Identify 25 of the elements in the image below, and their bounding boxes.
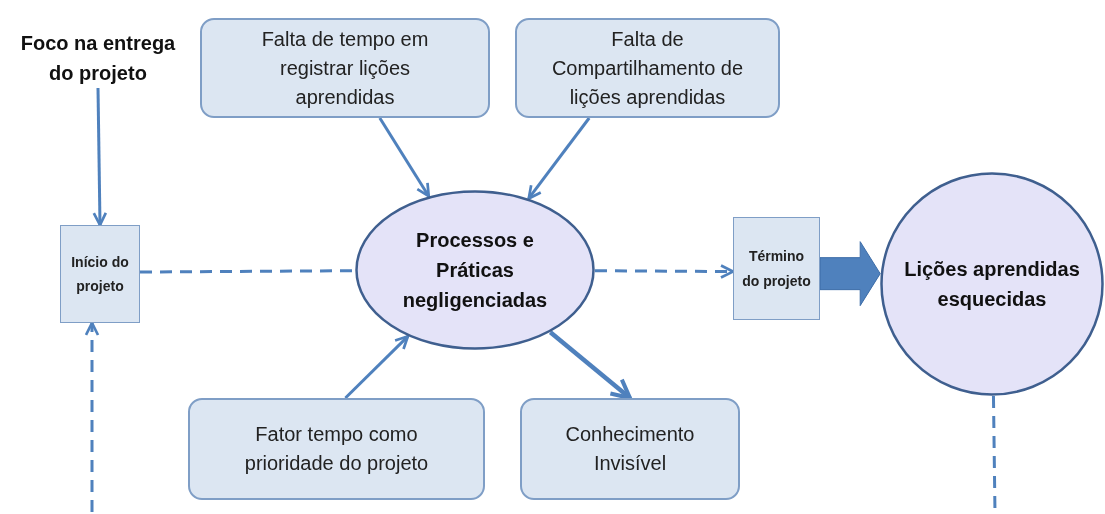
- stage-box: [733, 217, 820, 320]
- ellipse-node: [355, 190, 595, 350]
- arrow: [92, 87, 108, 227]
- process-box: [520, 398, 740, 500]
- arrow: [548, 330, 633, 401]
- dashed-connector: [594, 264, 735, 279]
- node-label: Conhecimento Invisível: [564, 422, 696, 476]
- heading-text: Foco na entrega do projeto: [19, 31, 177, 86]
- node-label: Falta de Compartilhamento de lições aprendidas: [550, 26, 745, 110]
- arrow: [344, 334, 410, 400]
- process-box: [200, 18, 490, 118]
- node-label: Fator tempo como prioridade do projeto: [243, 422, 430, 476]
- process-box: [515, 18, 780, 118]
- block-arrow: [819, 241, 881, 307]
- arrow: [527, 117, 591, 200]
- node-label: Início do projeto: [70, 252, 130, 296]
- dashed-connector: [84, 321, 100, 512]
- node-label: Lições aprendidas esquecidas: [903, 257, 1081, 312]
- circle-node: [880, 172, 1104, 396]
- node-label: Término do projeto: [741, 247, 812, 291]
- node-label: Processos e Práticas negligenciadas: [401, 228, 549, 313]
- arrow: [378, 117, 431, 198]
- stage-box: [60, 225, 140, 323]
- process-box: [188, 398, 485, 500]
- node-label: Falta de tempo em registrar lições aprendidas: [260, 26, 430, 110]
